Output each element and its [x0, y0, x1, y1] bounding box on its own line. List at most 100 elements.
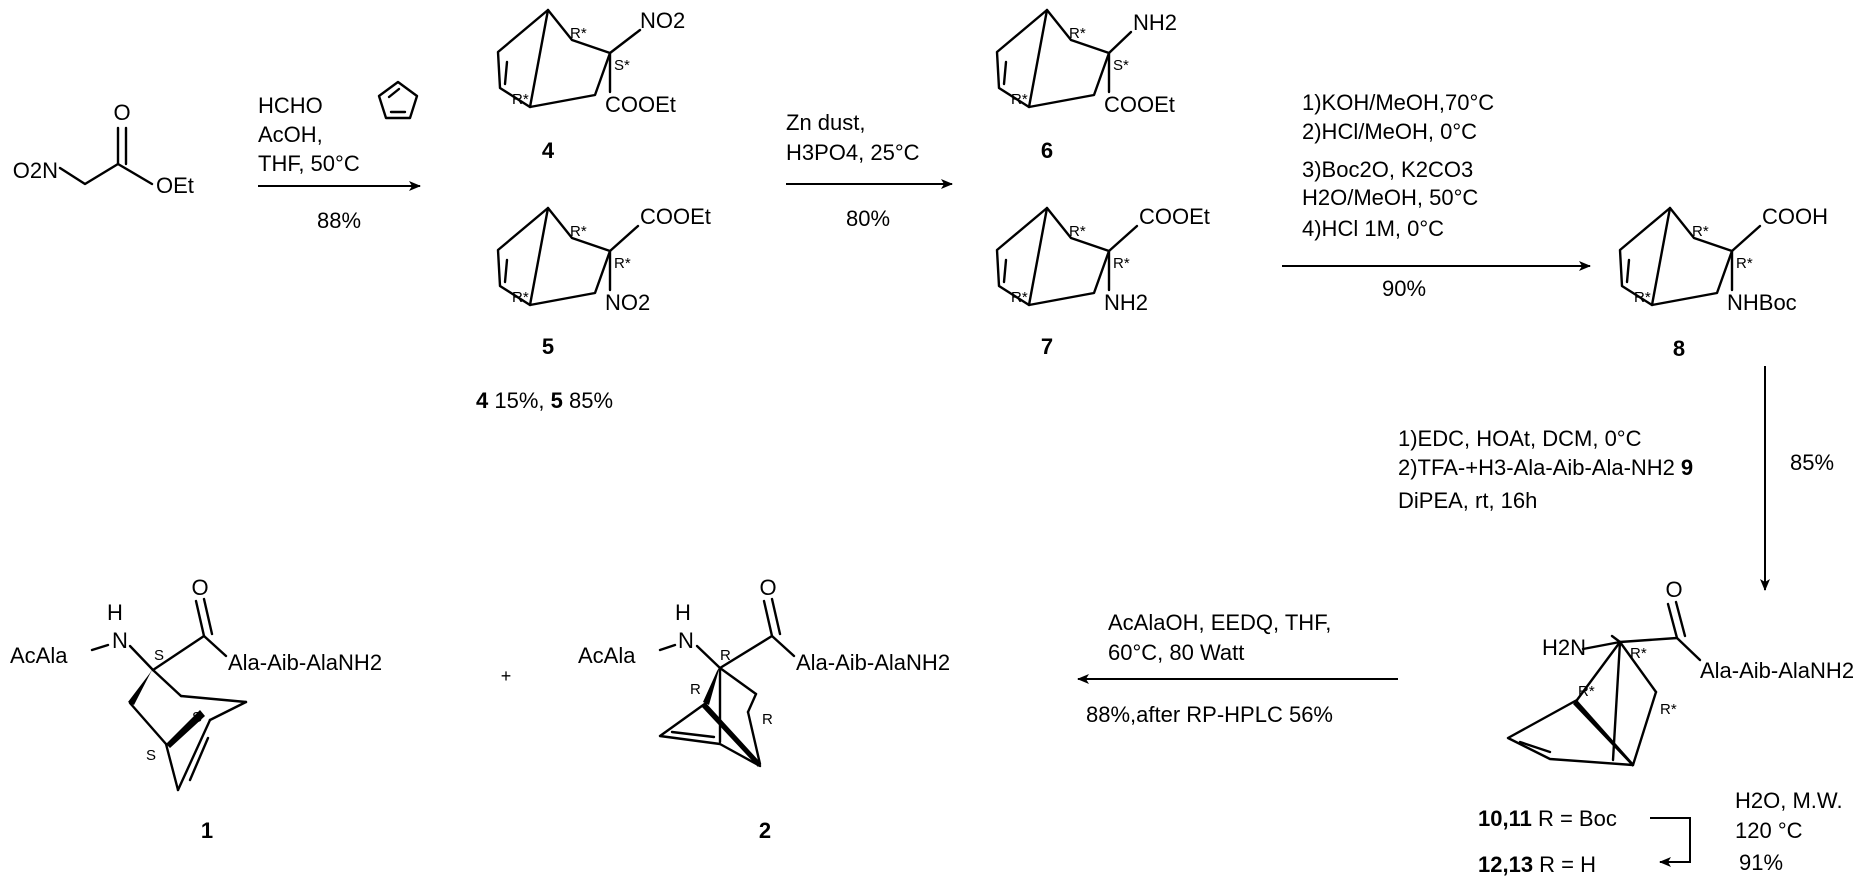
step3-line-1: 1)KOH/MeOH,70°C [1302, 90, 1494, 115]
step2-conditions: Zn dust, H3PO4, 25°C 80% [786, 110, 953, 231]
step5-yield: 88%,after RP-HPLC 56% [1086, 702, 1333, 727]
step3-line-5: 4)HCl 1M, 0°C [1302, 216, 1444, 241]
compound-1-peptide: Ala-Aib-AlaNH2 [228, 650, 382, 675]
compound-8-stereo-3: R* [1634, 289, 1651, 306]
compound-10-peptide: Ala-Aib-AlaNH2 [1700, 658, 1854, 683]
compound-7-stereo-1: R* [1069, 223, 1086, 240]
step3-yield: 90% [1382, 276, 1426, 301]
compound-2-acyl: AcAla [578, 643, 636, 668]
compound-12-13-number: 12,13 [1478, 852, 1533, 877]
compound-4-stereo-1: R* [570, 25, 587, 42]
compound-4-group-2: COOEt [605, 92, 676, 117]
compound-8-number: 8 [1673, 336, 1685, 361]
compound-5-stereo-1: R* [570, 223, 587, 240]
compound-5-group-2: NO2 [605, 290, 650, 315]
plus-sign: + [501, 666, 512, 686]
step2-yield: 80% [846, 206, 890, 231]
step4-reagent: 2)TFA-+H3-Ala-Aib-Ala-NH2 [1398, 455, 1675, 480]
step3-conditions: 1)KOH/MeOH,70°C 2)HCl/MeOH, 0°C 3)Boc2O,… [1282, 90, 1591, 301]
compound-8-group-2: NHBoc [1727, 290, 1797, 315]
step3-line-3: 3)Boc2O, K2CO3 [1302, 157, 1473, 182]
step5-line-1: AcAlaOH, EEDQ, THF, [1108, 610, 1331, 635]
compound-1: AcAla N H O Ala-Aib-AlaNH2 S S S 1 [10, 575, 382, 843]
compound-10-11-r-group: R = Boc [1532, 806, 1617, 831]
compound-6-group-2: COOEt [1104, 92, 1175, 117]
compound-6-stereo-3: R* [1011, 91, 1028, 108]
compound-10-carbonyl: O [1665, 577, 1682, 602]
compound-1-stereo-3: S [146, 747, 156, 764]
ratio-percent-5: 85% [563, 388, 613, 413]
compound-8-group-1: COOH [1762, 204, 1828, 229]
step6-arrow [1650, 817, 1691, 867]
compound-1-n: N [112, 628, 128, 653]
compound-2-n: N [678, 628, 694, 653]
compound-7-stereo-2: R* [1113, 255, 1130, 272]
compound-7-group-2: NH2 [1104, 290, 1148, 315]
compound-5-stereo-2: R* [614, 255, 631, 272]
compound-7-stereo-3: R* [1011, 289, 1028, 306]
step1-reagent-3: THF, 50°C [258, 151, 360, 176]
compound-1-acyl: AcAla [10, 643, 68, 668]
compound-7-number: 7 [1041, 334, 1053, 359]
compound-5-group-1: COOEt [640, 204, 711, 229]
compound-4-stereo-2: S* [614, 57, 630, 74]
cyclopentadiene-structure [377, 80, 419, 120]
compound-2-stereo-3: R [762, 711, 773, 728]
compound-10-11: O H2N Ala-Aib-AlaNH2 R* R* R* 10,11 R = … [1478, 577, 1854, 877]
step1-reagent-1: HCHO [258, 93, 323, 118]
step2-reagent-1: Zn dust, [786, 110, 865, 135]
carbonyl-oxygen: O [113, 100, 130, 125]
compound-4-stereo-3: R* [512, 91, 529, 108]
compound-4-group-1: NO2 [640, 8, 685, 33]
step5-conditions: AcAlaOH, EEDQ, THF, 60°C, 80 Watt 88%,af… [1077, 610, 1398, 727]
step4-line-3: DiPEA, rt, 16h [1398, 488, 1537, 513]
step1-conditions: HCHO AcOH, THF, 50°C 88% [258, 80, 421, 233]
ethoxy-label: OEt [156, 173, 194, 198]
compound-6-stereo-2: S* [1113, 57, 1129, 74]
compound-1-stereo-1: S [154, 647, 164, 664]
step1-yield: 88% [317, 208, 361, 233]
step6-line-1: H2O, M.W. [1735, 788, 1843, 813]
compound-10-11-number: 10,11 [1478, 806, 1532, 831]
compound-10-stereo-1: R* [1630, 645, 1647, 662]
compound-6-group-1: NH2 [1133, 10, 1177, 35]
step5-line-2: 60°C, 80 Watt [1108, 640, 1244, 665]
compound-1-h: H [107, 600, 123, 625]
compound-10-stereo-2: R* [1578, 683, 1595, 700]
compound-1-number: 1 [201, 818, 213, 843]
step2-reagent-2: H3PO4, 25°C [786, 140, 920, 165]
step4-yield: 85% [1790, 450, 1834, 475]
compound-2: AcAla N H O Ala-Aib-AlaNH2 R R R 2 [578, 575, 950, 843]
compound-2-stereo-2: R [690, 681, 701, 698]
compound-8-stereo-1: R* [1692, 223, 1709, 240]
compound-1-stereo-2: S [192, 709, 202, 726]
compound-4: NO2 COOEt R* S* R* 4 [496, 8, 685, 163]
step6-line-3: 91% [1739, 850, 1783, 875]
compound-10-amine: H2N [1542, 635, 1586, 660]
compound-2-number: 2 [759, 818, 771, 843]
step1-reagent-2: AcOH, [258, 122, 323, 147]
step4-line-1: 1)EDC, HOAt, DCM, 0°C [1398, 426, 1642, 451]
compound-1-carbonyl: O [191, 575, 208, 600]
isomer-ratio: 4 15%, 5 85% [476, 388, 613, 413]
compound-6: NH2 COOEt R* S* R* 6 [995, 8, 1177, 163]
compound-5-number: 5 [542, 334, 554, 359]
compound-2-h: H [675, 600, 691, 625]
ratio-percent-4: 15%, [488, 388, 550, 413]
ratio-compound-5: 5 [551, 388, 563, 413]
compound-7: COOEt NH2 R* R* R* 7 [995, 204, 1210, 359]
step6-line-2: 120 °C [1735, 818, 1803, 843]
step3-line-4: H2O/MeOH, 50°C [1302, 185, 1478, 210]
step4-compound-9: 9 [1681, 455, 1693, 480]
compound-5: COOEt NO2 R* R* R* 5 [496, 204, 711, 359]
compound-10-stereo-3: R* [1660, 701, 1677, 718]
compound-12-13-r-group: R = H [1533, 852, 1596, 877]
nitro-group-label: O2N [13, 158, 58, 183]
compound-6-stereo-1: R* [1069, 25, 1086, 42]
compound-8: COOH NHBoc R* R* R* 8 [1618, 204, 1828, 361]
step4-conditions: 1)EDC, HOAt, DCM, 0°C 2)TFA-+H3-Ala-Aib-… [1398, 366, 1834, 591]
compound-2-stereo-1: R [720, 647, 731, 664]
ratio-compound-4: 4 [476, 388, 489, 413]
compound-10-label: 10,11 R = Boc [1478, 806, 1617, 831]
